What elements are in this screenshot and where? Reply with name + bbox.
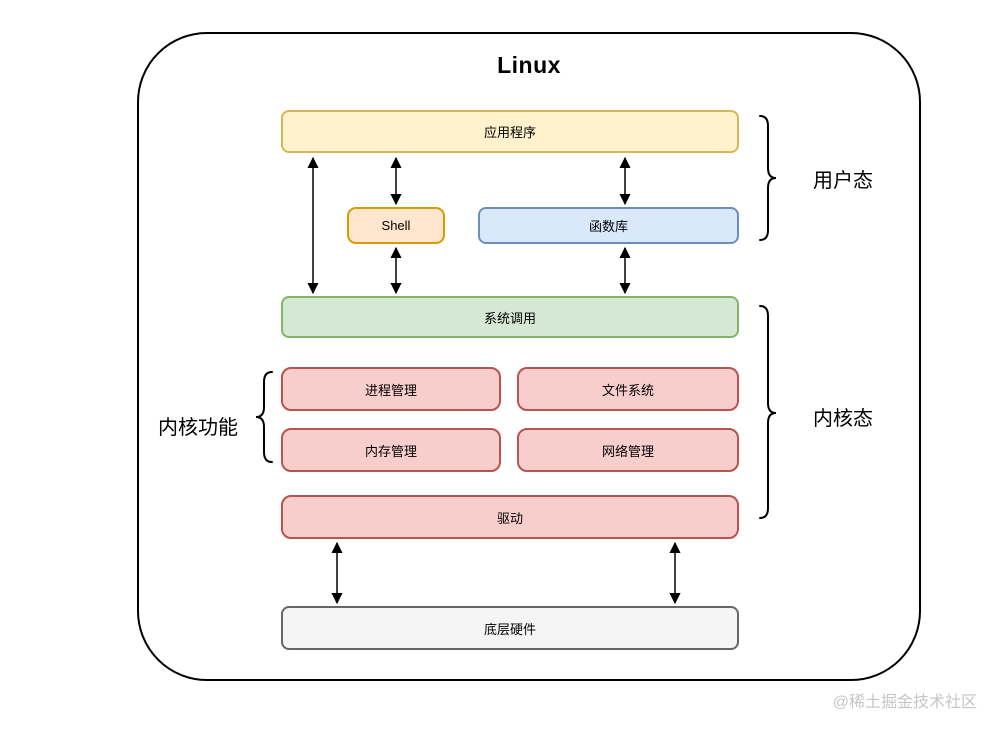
node-shell-label: Shell: [381, 218, 411, 233]
node-shell: Shell: [347, 207, 445, 244]
node-library: 函数库: [478, 207, 739, 244]
node-hardware-label: 底层硬件: [483, 621, 536, 637]
node-network-management: 网络管理: [517, 428, 739, 472]
node-driver-label: 驱动: [496, 510, 523, 526]
kernel-functions-label: 内核功能: [158, 417, 238, 439]
node-process-management-label: 进程管理: [364, 382, 417, 398]
node-memory-management: 内存管理: [281, 428, 501, 472]
node-application-label: 应用程序: [483, 125, 536, 140]
node-file-system-label: 文件系统: [601, 382, 654, 398]
kernel-mode-label: 内核态: [813, 408, 873, 430]
node-application: 应用程序: [281, 110, 739, 153]
node-process-management: 进程管理: [281, 367, 501, 411]
node-network-management-label: 网络管理: [601, 443, 654, 459]
node-memory-management-label: 内存管理: [364, 443, 417, 459]
diagram-title: Linux: [497, 52, 561, 78]
node-system-call-label: 系统调用: [483, 310, 536, 326]
watermark: @稀土掘金技术社区: [832, 694, 977, 711]
node-file-system: 文件系统: [517, 367, 739, 411]
node-system-call: 系统调用: [281, 296, 739, 338]
node-library-label: 函数库: [588, 219, 628, 234]
node-hardware: 底层硬件: [281, 606, 739, 650]
user-mode-label: 用户态: [813, 170, 873, 192]
node-driver: 驱动: [281, 495, 739, 539]
